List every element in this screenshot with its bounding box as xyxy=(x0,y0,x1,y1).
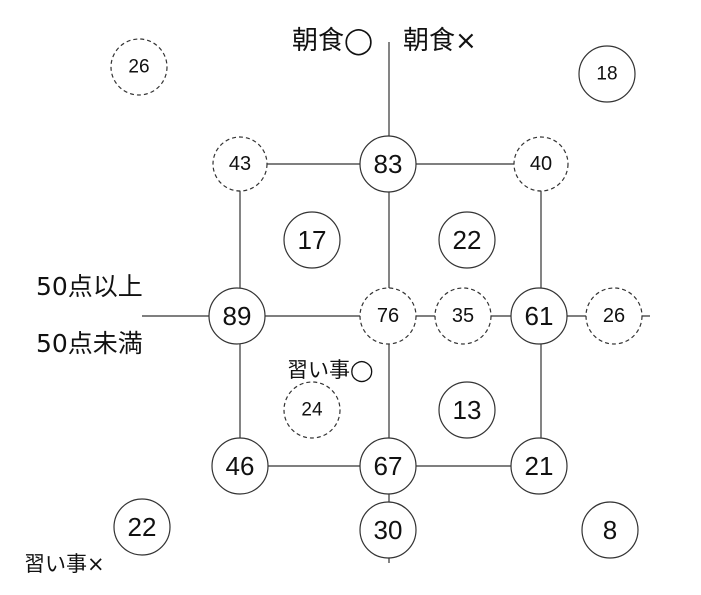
value-label: 89 xyxy=(223,301,252,331)
value-label: 22 xyxy=(128,512,157,542)
node-region-upper-right: 22 xyxy=(438,211,496,269)
node-region-upper-left: 17 xyxy=(283,211,341,269)
value-label: 46 xyxy=(226,451,255,481)
node-outer-top-left: 26 xyxy=(110,38,168,96)
node-corner-bottom-left: 46 xyxy=(211,437,269,495)
node-outer-bottom-center: 30 xyxy=(359,501,417,559)
value-label: 18 xyxy=(596,64,617,85)
value-label: 61 xyxy=(525,301,554,331)
node-left-center: 89 xyxy=(208,287,266,345)
value-label: 17 xyxy=(298,225,327,255)
node-corner-top-right: 40 xyxy=(513,136,569,192)
value-label: 83 xyxy=(374,149,403,179)
value-label: 13 xyxy=(453,395,482,425)
node-region-lower-left: 24 xyxy=(283,381,341,439)
label-lessons-no: 習い事× xyxy=(24,552,105,576)
value-label: 67 xyxy=(374,451,403,481)
label-lessons-yes: 習い事◯ xyxy=(287,358,374,383)
value-label: 40 xyxy=(530,153,552,175)
node-outer-bottom-right: 8 xyxy=(581,501,639,559)
node-center: 76 xyxy=(359,287,417,345)
value-label: 21 xyxy=(525,451,554,481)
value-label: 26 xyxy=(603,305,625,327)
value-label: 30 xyxy=(374,515,403,545)
label-breakfast-no: 朝食× xyxy=(403,26,477,56)
node-region-lower-right: 13 xyxy=(438,381,496,439)
value-label: 26 xyxy=(128,57,149,78)
node-outer-top-right: 18 xyxy=(578,45,636,103)
value-label: 24 xyxy=(301,400,323,421)
node-inner-right: 35 xyxy=(434,287,492,345)
value-label: 43 xyxy=(229,153,251,175)
label-breakfast-yes: 朝食◯ xyxy=(292,26,373,56)
node-top-center: 83 xyxy=(359,135,417,193)
value-label: 76 xyxy=(377,305,399,327)
value-label: 8 xyxy=(603,515,617,545)
value-label: 22 xyxy=(453,225,482,255)
node-outer-right: 26 xyxy=(585,287,643,345)
label-score-low: 50点未満 xyxy=(36,329,143,358)
node-corner-bottom-right: 21 xyxy=(510,437,568,495)
node-right-center: 61 xyxy=(510,287,568,345)
node-corner-top-left: 43 xyxy=(212,136,268,192)
node-bottom-center: 67 xyxy=(359,437,417,495)
value-label: 35 xyxy=(452,305,474,327)
node-outer-bottom-left: 22 xyxy=(113,498,171,556)
label-score-high: 50点以上 xyxy=(36,272,143,301)
